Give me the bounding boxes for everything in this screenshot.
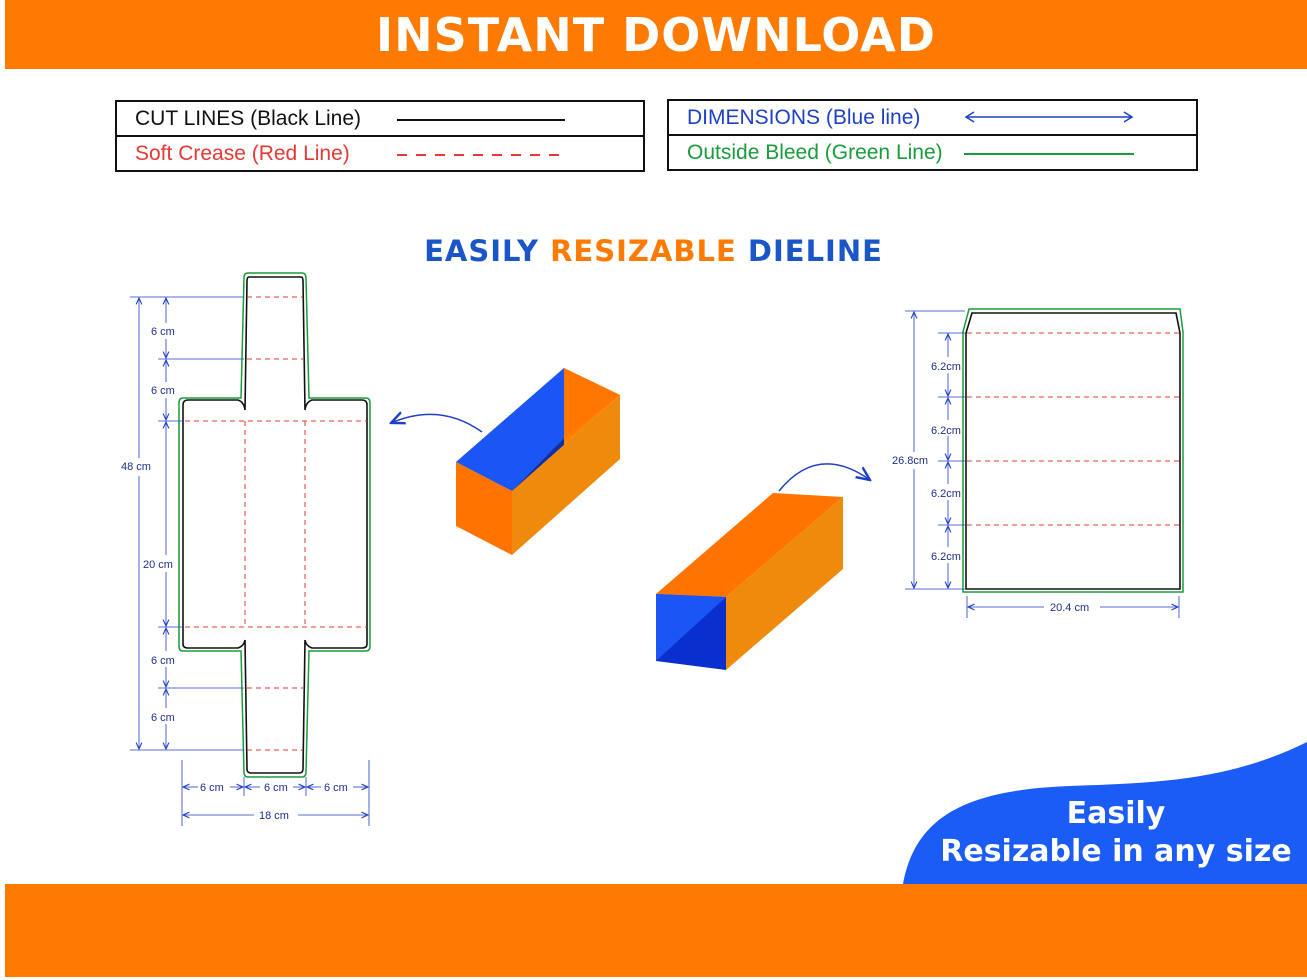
right-cut-outline xyxy=(965,312,1181,590)
headline: EASILY RESIZABLE DIELINE xyxy=(0,234,1307,268)
dim-left-h3: 6 cm xyxy=(151,655,175,667)
open-tray-illustration xyxy=(391,368,620,555)
right-dieline: 6.2cm 6.2cm 26.8cm 6.2cm 6.2cm 20.4 cm xyxy=(892,308,1184,618)
legend-table-left: CUT LINES (Black Line) Soft Crease (Red … xyxy=(114,100,645,172)
closed-box-illustration xyxy=(656,463,870,670)
bottom-banner xyxy=(5,884,1307,977)
left-dimension-lines xyxy=(130,296,370,826)
right-bleed-outline xyxy=(962,308,1184,593)
legend-crease-label: Soft Crease (Red Line) xyxy=(114,135,398,172)
dim-right-total: 26.8cm xyxy=(892,455,928,467)
cut-line-sample xyxy=(397,118,566,121)
legend-cut-label: CUT LINES (Black Line) xyxy=(114,100,398,137)
resizable-badge-shape xyxy=(903,742,1307,884)
banner-title: INSTANT DOWNLOAD xyxy=(376,7,936,62)
dim-left-h2: 6 cm xyxy=(151,385,175,397)
dim-left-w3: 6 cm xyxy=(324,782,348,794)
resizable-badge-text: Easily Resizable in any size xyxy=(925,795,1307,871)
crease-line-sample xyxy=(397,153,566,156)
left-cut-outline xyxy=(182,276,368,774)
dim-left-w2: 6 cm xyxy=(264,782,288,794)
dim-left-body: 20 cm xyxy=(143,559,173,571)
right-crease-lines xyxy=(967,332,1179,526)
dimension-arrow-sample xyxy=(964,110,1133,123)
dim-left-w1: 6 cm xyxy=(200,782,224,794)
legend-table-right: DIMENSIONS (Blue line) Outside Bleed (Gr… xyxy=(667,99,1198,171)
tray-pointer-arrow xyxy=(391,414,483,433)
left-bleed-outline xyxy=(178,272,371,778)
headline-word-easily: EASILY xyxy=(424,234,539,268)
headline-word-dieline: DIELINE xyxy=(747,234,883,268)
legend-cut-sample xyxy=(397,100,645,137)
dim-right-width: 20.4 cm xyxy=(1050,602,1089,614)
dim-left-h1: 6 cm xyxy=(151,326,175,338)
dim-left-width-total: 18 cm xyxy=(259,810,289,822)
bleed-line-sample xyxy=(963,152,1134,155)
dim-right-p1: 6.2cm xyxy=(931,361,961,373)
top-banner: INSTANT DOWNLOAD xyxy=(5,0,1307,69)
dim-left-total: 48 cm xyxy=(121,461,151,473)
dim-right-p2: 6.2cm xyxy=(931,425,961,437)
dim-right-p4: 6.2cm xyxy=(931,551,961,563)
right-dimension-lines xyxy=(905,310,1180,618)
legend-dimensions-label: DIMENSIONS (Blue line) xyxy=(667,99,964,136)
legend-bleed-sample xyxy=(963,134,1198,171)
legend-crease-sample xyxy=(397,135,645,172)
legend-row-bleed: Outside Bleed (Green Line) xyxy=(667,134,1198,171)
box-pointer-arrow xyxy=(778,463,870,492)
badge-line-2: Resizable in any size xyxy=(940,834,1292,869)
legend-bleed-label: Outside Bleed (Green Line) xyxy=(667,134,964,171)
left-dieline: 6 cm 6 cm 48 cm 20 cm 6 cm 6 cm 6 cm 6 c… xyxy=(121,272,371,826)
legend-dimensions-sample xyxy=(963,99,1198,136)
left-crease-lines xyxy=(185,296,367,751)
dim-right-p3: 6.2cm xyxy=(931,488,961,500)
badge-line-1: Easily xyxy=(1066,796,1166,831)
dim-left-h4: 6 cm xyxy=(151,712,175,724)
legend-row-crease: Soft Crease (Red Line) xyxy=(114,135,645,172)
headline-word-resizable: RESIZABLE xyxy=(550,234,737,268)
legend-row-cut: CUT LINES (Black Line) xyxy=(114,100,645,137)
legend-row-dimensions: DIMENSIONS (Blue line) xyxy=(667,99,1198,136)
